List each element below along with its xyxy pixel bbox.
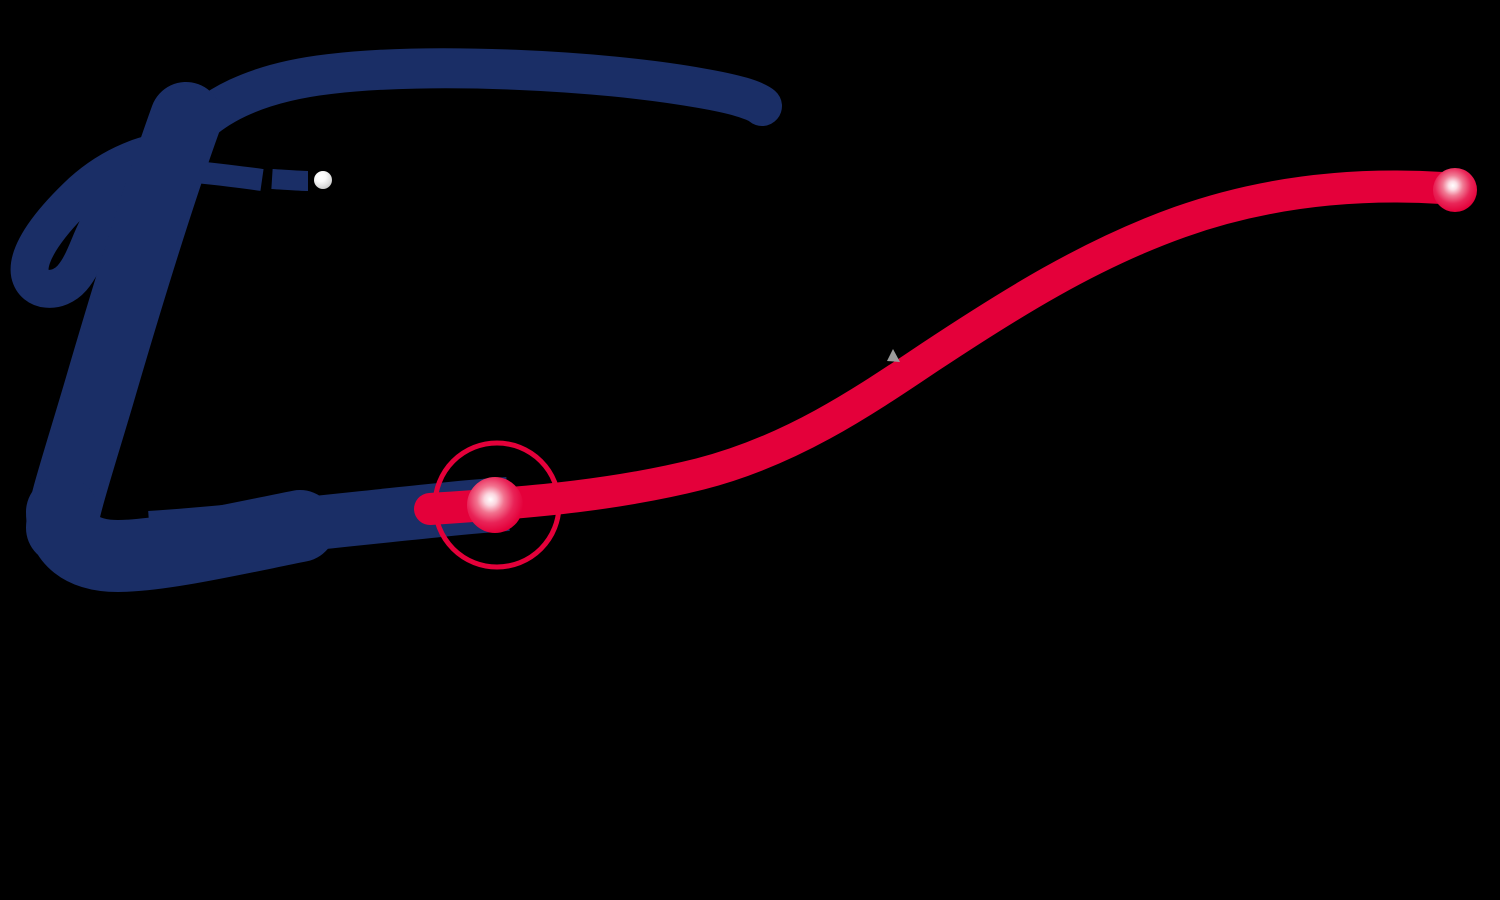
blue-top-arc xyxy=(158,48,782,168)
red-sphere-junction-marker[interactable] xyxy=(467,477,523,533)
blue-trajectory-group xyxy=(10,48,782,592)
white-sphere-marker[interactable] xyxy=(314,171,332,189)
blue-tail-segment-2 xyxy=(271,169,309,191)
blue-tail-segment-1 xyxy=(194,161,264,191)
red-highlight-ring[interactable] xyxy=(432,440,562,570)
red-trajectory-group xyxy=(414,170,1458,525)
red-sphere-end-marker[interactable] xyxy=(1433,168,1477,212)
grey-cursor-marker-icon xyxy=(887,349,900,362)
red-curve-path xyxy=(414,170,1458,525)
blue-left-loop xyxy=(10,132,197,308)
